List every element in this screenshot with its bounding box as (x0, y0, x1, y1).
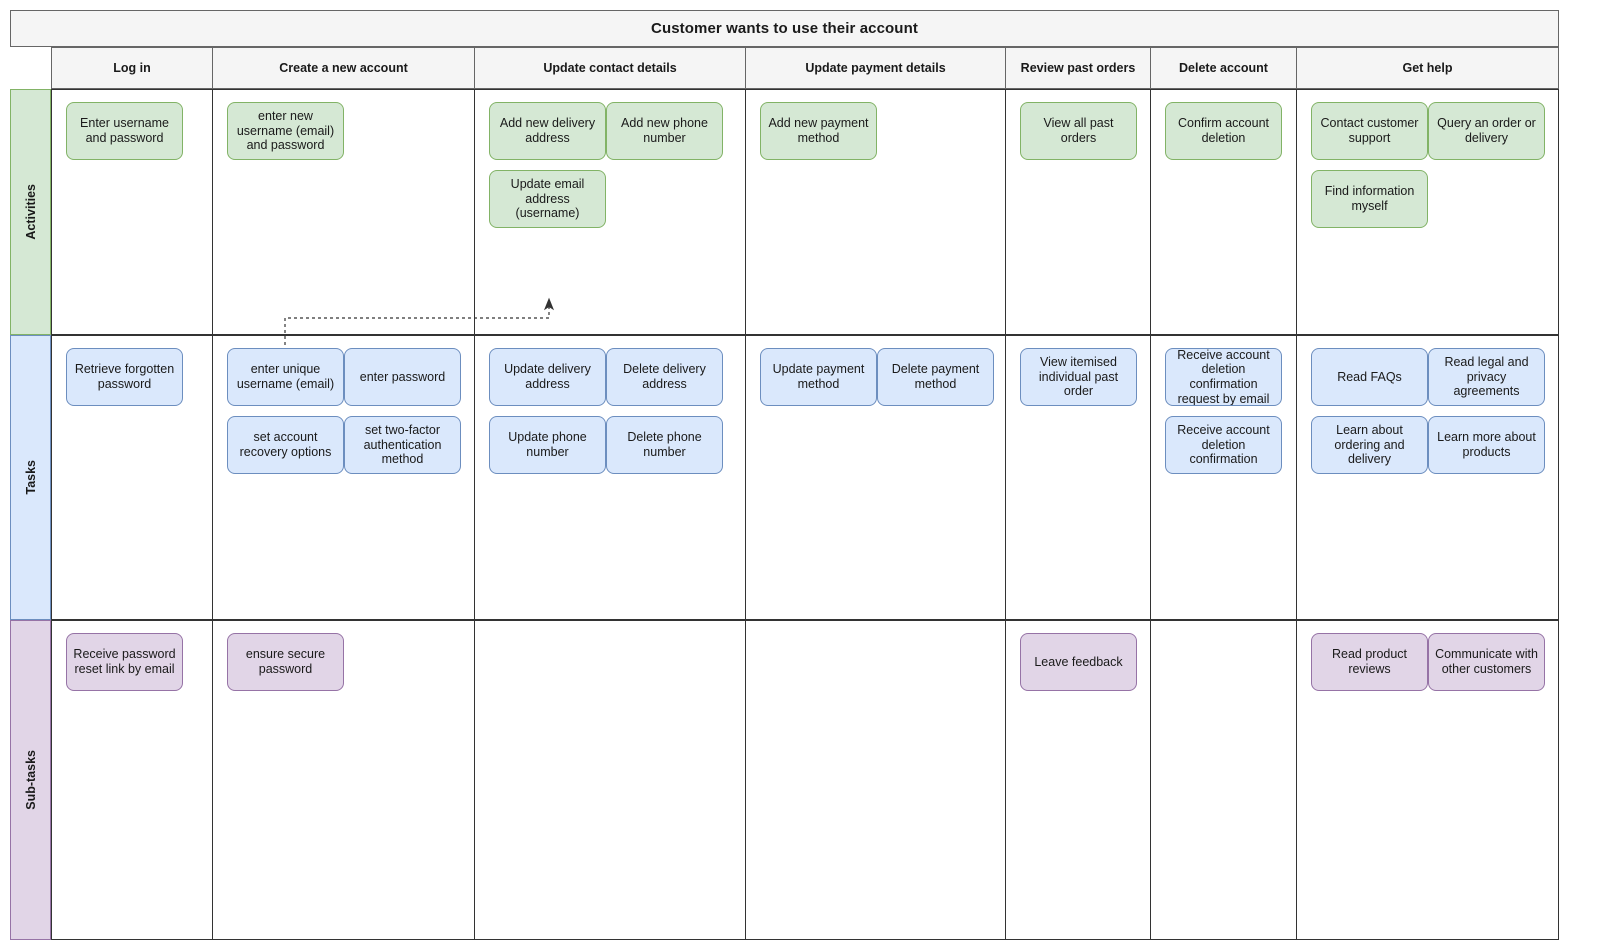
card-group: Add new payment method (760, 102, 999, 170)
column-header-2: Create a new account (213, 47, 475, 89)
card-group: View all past orders (1020, 102, 1144, 170)
card-group: enter unique username (email)enter passw… (227, 348, 468, 484)
story-card[interactable]: Receive password reset link by email (66, 633, 183, 691)
story-card[interactable]: Update payment method (760, 348, 877, 406)
card-group: Retrieve forgotten password (66, 348, 206, 416)
column-header-4: Update payment details (746, 47, 1006, 89)
swimlane-label-text: Sub-tasks (23, 750, 38, 810)
cell-r2-c5: View itemised individual past order (1006, 335, 1151, 620)
story-card[interactable]: Contact customer support (1311, 102, 1428, 160)
story-card[interactable]: Add new delivery address (489, 102, 606, 160)
column-header-5: Review past orders (1006, 47, 1151, 89)
cell-r1-c2: enter new username (email) and password (213, 89, 475, 335)
story-card[interactable]: enter new username (email) and password (227, 102, 344, 160)
story-card[interactable]: Update phone number (489, 416, 606, 474)
card-group: View itemised individual past order (1020, 348, 1144, 416)
story-card[interactable]: Update email address (username) (489, 170, 606, 228)
board-title: Customer wants to use their account (651, 20, 918, 37)
board-title-bar: Customer wants to use their account (10, 10, 1559, 47)
swimlane-label-tasks: Tasks (10, 335, 51, 620)
story-card[interactable]: Read legal and privacy agreements (1428, 348, 1545, 406)
story-card[interactable]: Delete payment method (877, 348, 994, 406)
swimlane-row-tasks: Retrieve forgotten password enter unique … (51, 335, 1559, 620)
story-card[interactable]: Add new payment method (760, 102, 877, 160)
cell-r2-c2: enter unique username (email)enter passw… (213, 335, 475, 620)
story-card[interactable]: Find information myself (1311, 170, 1428, 228)
story-card[interactable]: Read product reviews (1311, 633, 1428, 691)
swimlane-label-text: Tasks (23, 460, 38, 495)
story-card[interactable]: Delete phone number (606, 416, 723, 474)
cell-r3-c2: ensure secure password (213, 620, 475, 940)
card-group: ensure secure password (227, 633, 468, 701)
story-card[interactable]: Read FAQs (1311, 348, 1428, 406)
story-card[interactable]: set account recovery options (227, 416, 344, 474)
column-header-6: Delete account (1151, 47, 1297, 89)
cell-r3-c1: Receive password reset link by email (51, 620, 213, 940)
story-card[interactable]: View itemised individual past order (1020, 348, 1137, 406)
story-card[interactable]: Receive account deletion confirmation (1165, 416, 1282, 474)
story-card[interactable]: ensure secure password (227, 633, 344, 691)
card-group: Enter username and password (66, 102, 206, 170)
card-group: enter new username (email) and password (227, 102, 468, 170)
cell-r3-c6 (1151, 620, 1297, 940)
cell-r1-c5: View all past orders (1006, 89, 1151, 335)
story-card[interactable]: enter unique username (email) (227, 348, 344, 406)
story-card[interactable]: Update delivery address (489, 348, 606, 406)
story-card[interactable]: View all past orders (1020, 102, 1137, 160)
card-group: Receive account deletion confirmation re… (1165, 348, 1290, 484)
story-card[interactable]: Add new phone number (606, 102, 723, 160)
story-card[interactable]: Enter username and password (66, 102, 183, 160)
column-header-7: Get help (1297, 47, 1559, 89)
cell-r3-c4 (746, 620, 1006, 940)
cell-r2-c6: Receive account deletion confirmation re… (1151, 335, 1297, 620)
cell-r1-c6: Confirm account deletion (1151, 89, 1297, 335)
card-group: Leave feedback (1020, 633, 1144, 701)
story-card[interactable]: Query an order or delivery (1428, 102, 1545, 160)
cell-r2-c1: Retrieve forgotten password (51, 335, 213, 620)
swimlane-row-activities: Enter username and password enter new use… (51, 89, 1559, 335)
cell-r3-c3 (475, 620, 746, 940)
column-header-3: Update contact details (475, 47, 746, 89)
column-header-1: Log in (51, 47, 213, 89)
swimlane-label-activities: Activities (10, 89, 51, 335)
story-card[interactable]: set two-factor authentication method (344, 416, 461, 474)
cell-r3-c5: Leave feedback (1006, 620, 1151, 940)
story-card[interactable]: Delete delivery address (606, 348, 723, 406)
swimlane-row-sub-tasks: Receive password reset link by email ensu… (51, 620, 1559, 940)
card-group: Receive password reset link by email (66, 633, 206, 701)
story-card[interactable]: Learn more about products (1428, 416, 1545, 474)
card-group: Confirm account deletion (1165, 102, 1290, 170)
story-card[interactable]: Receive account deletion confirmation re… (1165, 348, 1282, 406)
swimlane-label-text: Activities (23, 184, 38, 240)
cell-r1-c4: Add new payment method (746, 89, 1006, 335)
cell-r1-c1: Enter username and password (51, 89, 213, 335)
story-card[interactable]: Confirm account deletion (1165, 102, 1282, 160)
story-card[interactable]: enter password (344, 348, 461, 406)
story-card[interactable]: Learn about ordering and delivery (1311, 416, 1428, 474)
story-card[interactable]: Communicate with other customers (1428, 633, 1545, 691)
story-card[interactable]: Retrieve forgotten password (66, 348, 183, 406)
swimlane-label-sub-tasks: Sub-tasks (10, 620, 51, 940)
story-card[interactable]: Leave feedback (1020, 633, 1137, 691)
